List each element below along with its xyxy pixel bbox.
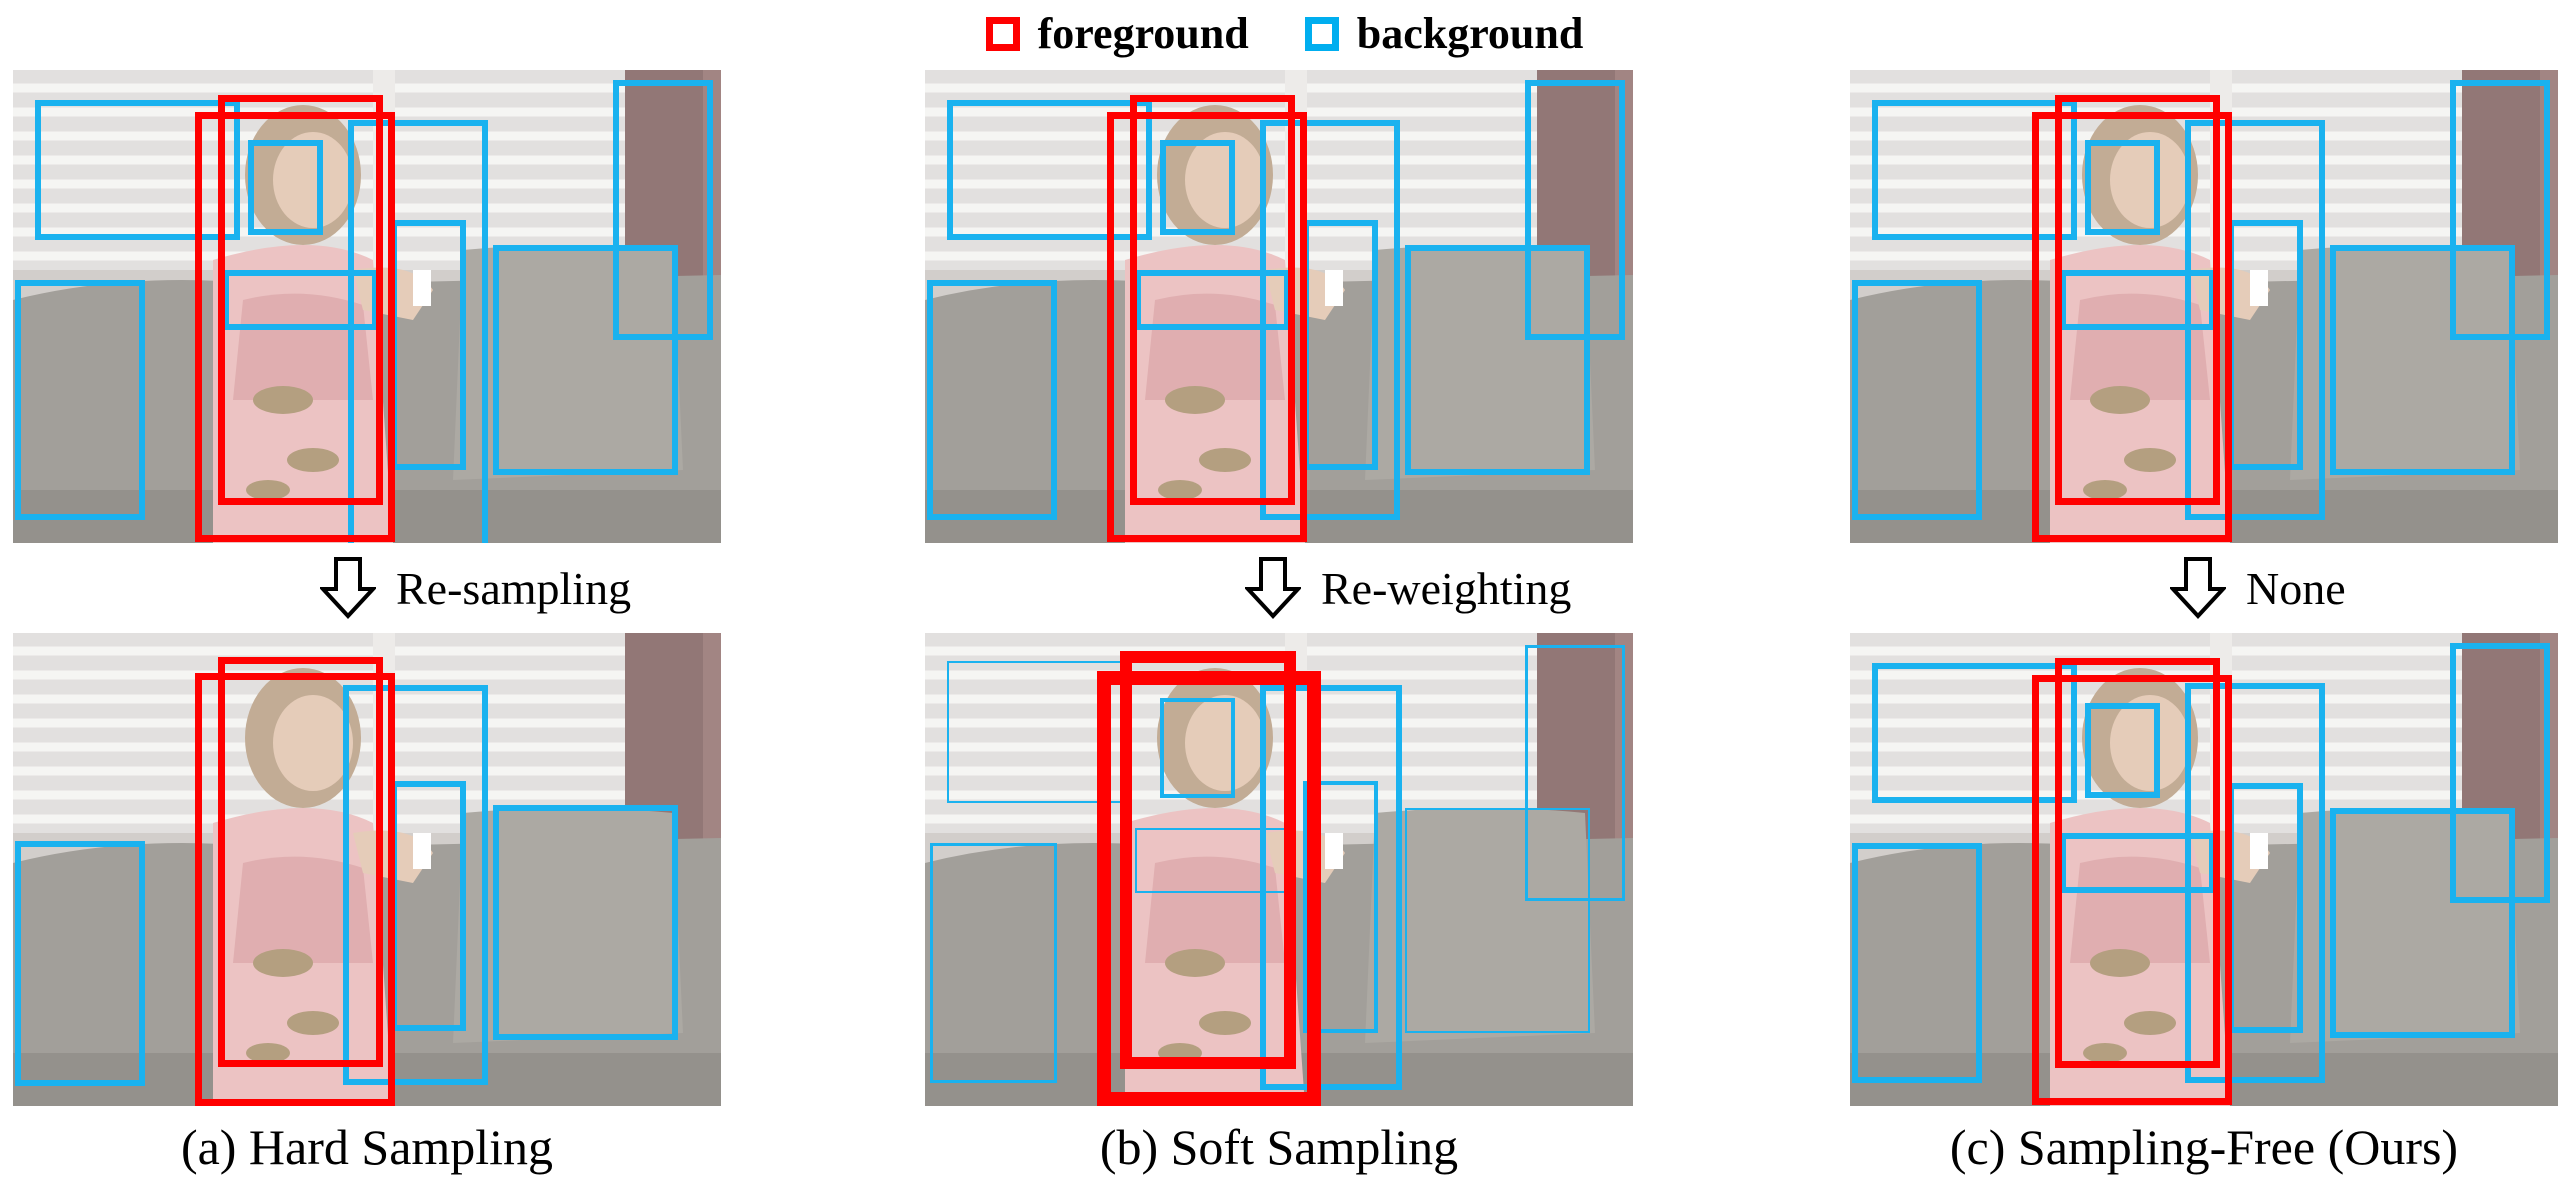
background-box [1852, 280, 1982, 520]
panel-hard-sampling-top [13, 70, 721, 543]
foreground-box [195, 112, 395, 542]
background-box [1872, 100, 2077, 240]
panel-sampling-free-top [1850, 70, 2558, 543]
background-box [2330, 245, 2515, 475]
legend-background-label: background [1356, 9, 1584, 58]
background-box [348, 120, 488, 543]
background-box [1405, 245, 1590, 475]
down-arrow-icon [1245, 557, 1301, 619]
background-box [1260, 120, 1400, 520]
background-box [927, 280, 1057, 520]
background-box [1260, 685, 1402, 1090]
down-arrow-icon [2170, 557, 2226, 619]
background-box [35, 100, 240, 240]
background-box [2450, 643, 2550, 903]
background-box [1303, 781, 1378, 1033]
foreground-box [195, 673, 395, 1106]
figure-legend: foreground background [0, 8, 2569, 59]
foreground-box [1097, 671, 1321, 1106]
arrow-none: None [2170, 556, 2346, 620]
arrow-label: None [2246, 562, 2346, 614]
background-box [2450, 80, 2550, 340]
caption-sampling-free: (c) Sampling-Free (Ours) [1949, 1119, 2459, 1175]
foreground-box [218, 657, 383, 1067]
background-box [1135, 270, 1290, 330]
background-box [248, 140, 323, 235]
foreground-box [2055, 658, 2220, 1068]
arrow-re-weighting: Re-weighting [1245, 556, 1571, 620]
background-box [343, 685, 488, 1085]
legend-background: background [1304, 8, 1584, 59]
background-box [1852, 843, 1982, 1083]
down-arrow-icon [320, 557, 376, 619]
background-box [493, 245, 678, 475]
background-box [2228, 220, 2303, 470]
panel-soft-sampling-bottom [925, 633, 1633, 1106]
background-box [1405, 808, 1590, 1033]
background-box [1160, 698, 1235, 798]
background-box [391, 220, 466, 470]
background-box [947, 100, 1152, 240]
panel-sampling-free-bottom [1850, 633, 2558, 1106]
arrow-label: Re-sampling [396, 562, 632, 614]
foreground-swatch-icon [985, 16, 1020, 51]
foreground-box [1130, 95, 1295, 505]
caption-soft-sampling: (b) Soft Sampling [1099, 1119, 1459, 1175]
foreground-box [218, 95, 383, 505]
background-box [2330, 808, 2515, 1038]
legend-foreground: foreground [985, 8, 1249, 59]
background-box [1160, 140, 1235, 235]
background-box [613, 80, 713, 340]
background-box [2060, 270, 2215, 330]
background-box [930, 843, 1057, 1083]
foreground-box [2055, 95, 2220, 505]
background-box [2085, 140, 2160, 235]
legend-foreground-label: foreground [1037, 9, 1249, 58]
background-box [15, 280, 145, 520]
arrow-re-sampling: Re-sampling [320, 556, 631, 620]
panel-soft-sampling-top [925, 70, 1633, 543]
background-box [1525, 645, 1625, 901]
background-box [1303, 220, 1378, 470]
background-box [391, 781, 466, 1031]
caption-hard-sampling: (a) Hard Sampling [180, 1119, 554, 1175]
background-box [2060, 833, 2215, 893]
background-box [2185, 120, 2325, 520]
background-box [15, 841, 145, 1086]
foreground-box [2032, 675, 2232, 1105]
background-box [2228, 783, 2303, 1033]
background-swatch-icon [1304, 16, 1339, 51]
foreground-box [1107, 112, 1307, 542]
panel-hard-sampling-bottom [13, 633, 721, 1106]
background-box [223, 270, 378, 330]
background-box [1872, 663, 2077, 803]
arrow-label: Re-weighting [1321, 562, 1572, 614]
background-box [2185, 683, 2325, 1083]
foreground-box [1120, 651, 1296, 1069]
background-box [1525, 80, 1625, 340]
foreground-box [2032, 112, 2232, 542]
background-box [2085, 703, 2160, 798]
background-box [493, 805, 678, 1040]
